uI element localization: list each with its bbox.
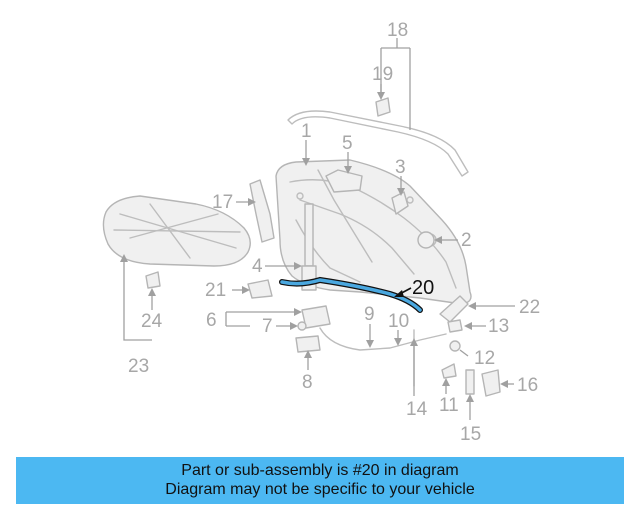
- part-5-bracket: [325, 169, 363, 193]
- part-15-pin: [465, 369, 475, 395]
- part-22-arm: [439, 295, 469, 323]
- callout-21: 21: [205, 280, 226, 301]
- callout-20: 20: [412, 277, 434, 299]
- part-1-lid: [275, 159, 472, 305]
- callout-11: 11: [439, 395, 459, 416]
- callout-6: 6: [206, 310, 217, 331]
- callout-18: 18: [387, 20, 408, 41]
- banner-line-1: Part or sub-assembly is #20 in diagram: [181, 462, 459, 479]
- info-banner: Part or sub-assembly is #20 in diagram D…: [16, 457, 624, 504]
- banner-line-2: Diagram may not be specific to your vehi…: [165, 481, 475, 498]
- part-19-clip: [375, 97, 391, 117]
- parts-diagram: 18 19 1 5 3 17 2 4 20 21 22 24 6 9 10 7 …: [102, 20, 540, 445]
- part-8-striker: [295, 335, 321, 353]
- callout-numbers: 18 19 1 5 3 17 2 4 20 21 22 24 6 9 10 7 …: [128, 20, 540, 445]
- callout-8: 8: [302, 372, 313, 393]
- part-23-insulator: [102, 195, 251, 267]
- part-21-bracket: [247, 279, 273, 299]
- part-24-clip: [145, 271, 161, 289]
- part-12-nut: [449, 340, 461, 352]
- leader-lines: [123, 38, 515, 420]
- callout-3: 3: [395, 157, 406, 178]
- callout-2: 2: [461, 230, 472, 251]
- callout-7: 7: [262, 316, 273, 337]
- callout-24: 24: [141, 311, 163, 332]
- part-20-highlight: [279, 276, 423, 313]
- callout-5: 5: [342, 133, 353, 154]
- callout-1: 1: [301, 121, 312, 142]
- part-13-bolt: [447, 319, 463, 333]
- part-11-clip: [441, 363, 457, 379]
- callout-17: 17: [212, 192, 233, 213]
- callout-13: 13: [488, 316, 509, 337]
- callout-10: 10: [388, 311, 409, 332]
- part-7-screw: [297, 321, 307, 331]
- leader-arrowheads: [120, 92, 508, 402]
- part-16-bracket: [481, 369, 501, 397]
- callout-9: 9: [364, 304, 375, 325]
- callout-15: 15: [460, 424, 481, 445]
- part-18-seal: [287, 110, 469, 177]
- callout-19: 19: [372, 64, 393, 85]
- callout-22: 22: [519, 297, 540, 318]
- part-9-cable: [319, 327, 447, 387]
- callout-14: 14: [406, 399, 428, 420]
- callout-4: 4: [252, 256, 263, 277]
- callout-12: 12: [474, 348, 495, 369]
- callout-16: 16: [517, 375, 538, 396]
- part-2-grommet: [417, 231, 435, 249]
- part-6-latch: [301, 305, 331, 329]
- callout-23: 23: [128, 356, 149, 377]
- part-17-hinge: [249, 179, 275, 243]
